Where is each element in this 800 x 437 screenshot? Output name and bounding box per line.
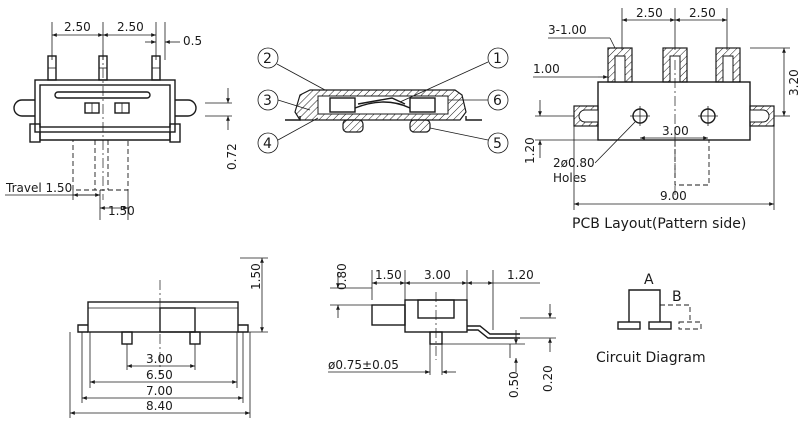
- callout-4: 4: [257, 117, 319, 154]
- pcb-dim-pad-width: 1.00: [533, 62, 560, 76]
- pcb-layout: 2.50 2.50 3-1.00 1.00 3.00: [523, 6, 800, 232]
- side-dim-d1: 1.50: [375, 268, 402, 282]
- dim-pitch-right: 2.50: [117, 20, 144, 34]
- circuit-diagram: A B Circuit Diagram: [596, 272, 706, 366]
- callout-6: 6: [448, 89, 509, 111]
- front-dim-w3: 7.00: [146, 384, 173, 398]
- side-dim-d3: 1.20: [507, 268, 534, 282]
- side-dim-b1: 0.50: [507, 371, 521, 398]
- svg-text:5: 5: [493, 136, 502, 152]
- front-view: 1.50 3.00 6.50 7.00 8.40: [69, 257, 268, 418]
- callout-1: 1: [399, 47, 509, 103]
- side-dim-b2: 0.20: [541, 365, 555, 392]
- pcb-dim-height: 3.20: [787, 69, 800, 96]
- dim-travel: Travel 1.50: [5, 181, 72, 195]
- circuit-label-a: A: [644, 272, 654, 288]
- front-dim-height: 1.50: [249, 263, 263, 290]
- dim-pin-width: 0.5: [183, 34, 202, 48]
- front-dim-w4: 8.40: [146, 399, 173, 413]
- dim-knob: 1.50: [108, 204, 135, 218]
- pcb-dim-slot: 3-1.00: [548, 23, 587, 37]
- callout-2: 2: [257, 47, 326, 91]
- pcb-caption: PCB Layout(Pattern side): [572, 216, 746, 232]
- callout-3: 3: [257, 89, 311, 111]
- svg-text:3: 3: [263, 93, 272, 109]
- side-dim-top: 0.80: [335, 263, 349, 290]
- dim-height: 0.72: [225, 143, 239, 170]
- pcb-dim-pitch-right: 2.50: [689, 6, 716, 20]
- side-view: 1.50 3.00 1.20 0.80 0.20 0.50 ø0.75±: [328, 263, 556, 398]
- pcb-dim-holes-pitch: 3.00: [662, 124, 689, 138]
- side-dim-pin: ø0.75±0.05: [328, 358, 399, 372]
- circuit-caption: Circuit Diagram: [596, 350, 706, 366]
- dim-pitch-left: 2.50: [64, 20, 91, 34]
- svg-text:2: 2: [263, 51, 272, 67]
- callout-5: 5: [429, 127, 509, 154]
- front-dim-w2: 6.50: [146, 368, 173, 382]
- pcb-dim-total-width: 9.00: [660, 189, 687, 203]
- circuit-label-b: B: [672, 289, 682, 305]
- top-view: 2.50 2.50 0.5 0.72: [5, 20, 239, 220]
- pcb-dim-pitch-left: 2.50: [636, 6, 663, 20]
- section-view: 2 3 4 1 6 5: [257, 47, 509, 154]
- front-dim-w1: 3.00: [146, 352, 173, 366]
- pcb-dim-offset: 1.20: [523, 137, 537, 164]
- svg-text:4: 4: [263, 136, 272, 152]
- pcb-dim-holes: Holes: [553, 171, 586, 185]
- svg-text:6: 6: [493, 93, 502, 109]
- svg-text:1: 1: [493, 51, 502, 67]
- side-dim-d2: 3.00: [424, 268, 451, 282]
